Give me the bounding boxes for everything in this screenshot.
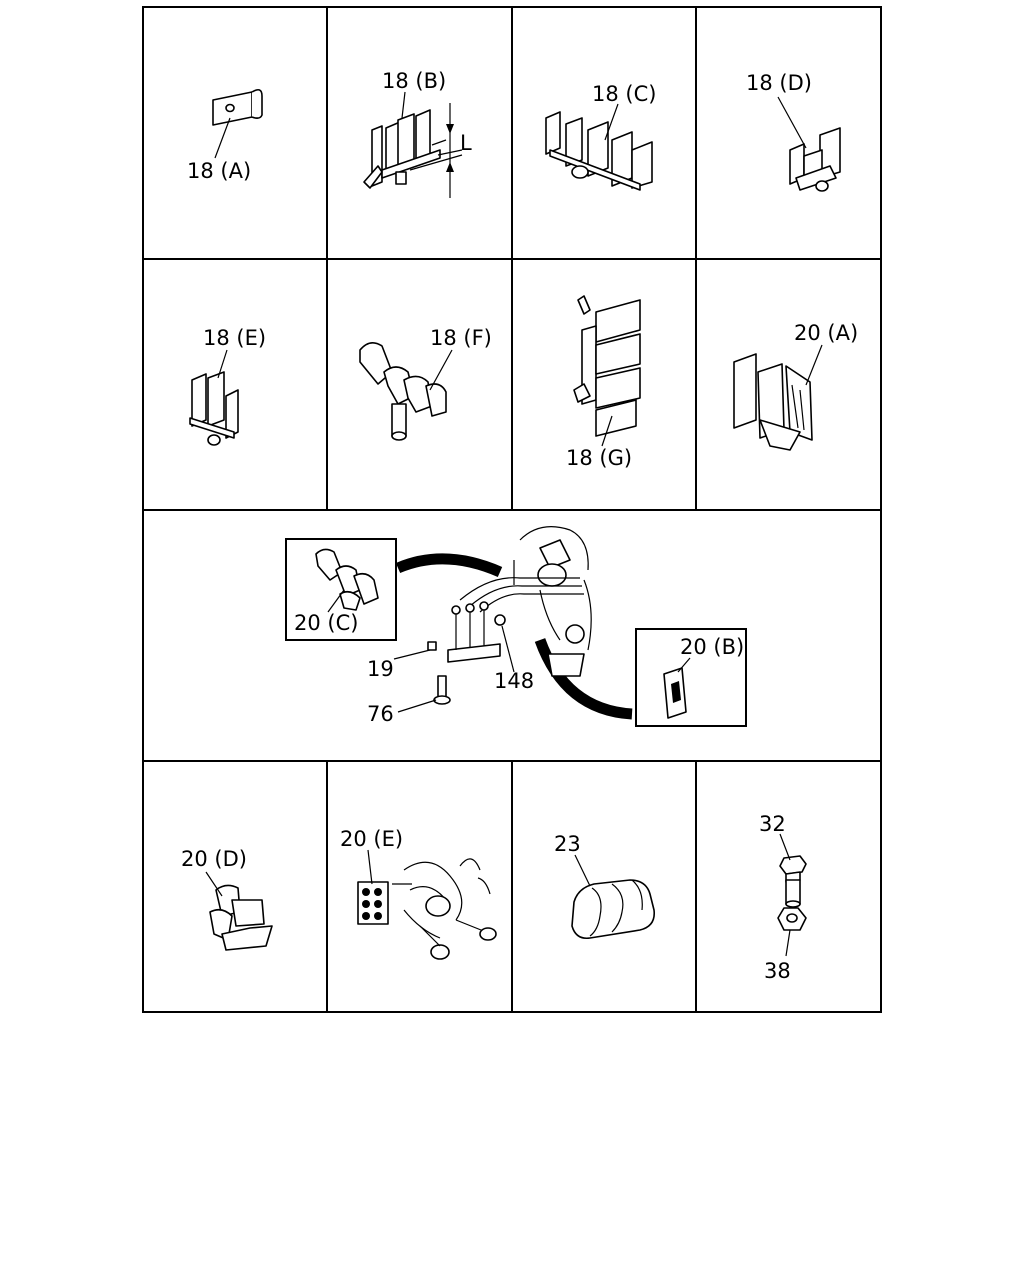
plate-19-label: 19 bbox=[367, 657, 394, 681]
clip-20d-leader bbox=[205, 871, 223, 897]
callout-arc-left bbox=[395, 553, 503, 578]
clip-20d-label: 20 (D) bbox=[181, 847, 247, 871]
washer-38-label: 38 bbox=[764, 959, 791, 983]
bolt-32-leader bbox=[779, 833, 791, 861]
washer-38-drawing bbox=[777, 907, 807, 931]
bolt-76-leader bbox=[397, 699, 437, 713]
bolt-76-label: 76 bbox=[367, 702, 394, 726]
clip-20a-label: 20 (A) bbox=[794, 321, 858, 345]
clip-18e-drawing bbox=[189, 371, 239, 446]
plate-19-leader bbox=[393, 649, 431, 660]
clip-20b-label: 20 (B) bbox=[680, 635, 744, 659]
clip-18b-drawing bbox=[363, 109, 463, 189]
clip-20d-drawing bbox=[209, 884, 273, 951]
clip-18d-leader bbox=[777, 96, 807, 149]
callout-arc-right bbox=[534, 638, 633, 720]
clip-20e-leader bbox=[367, 849, 373, 885]
dimension-l-label: L bbox=[460, 131, 472, 155]
part-148-leader bbox=[501, 625, 515, 673]
clip-20a-drawing bbox=[733, 353, 813, 451]
clip-18c-drawing bbox=[545, 111, 653, 191]
part-148-label: 148 bbox=[494, 669, 534, 693]
clip-20e-label: 20 (E) bbox=[340, 827, 403, 851]
clip-18a-label: 18 (A) bbox=[187, 159, 251, 183]
inset-20b bbox=[635, 628, 747, 727]
clip-18g-leader bbox=[601, 415, 613, 447]
dimension-l bbox=[409, 103, 463, 198]
clip-18a-drawing bbox=[212, 88, 263, 126]
clip-18b-leader bbox=[401, 91, 406, 119]
clip-18f-label: 18 (F) bbox=[430, 326, 492, 350]
clip-18a-leader bbox=[214, 117, 231, 159]
clip-20a-leader bbox=[805, 344, 823, 386]
clip-23-label: 23 bbox=[554, 832, 581, 856]
clip-18e-label: 18 (E) bbox=[203, 326, 266, 350]
clip-18c-leader bbox=[604, 103, 619, 141]
clip-18d-drawing bbox=[789, 127, 841, 192]
clip-18b-label: 18 (B) bbox=[382, 69, 446, 93]
bolt-76-drawing bbox=[433, 675, 451, 705]
clip-18g-label: 18 (G) bbox=[566, 446, 632, 470]
clip-18f-leader bbox=[429, 349, 453, 391]
clip-18f-drawing bbox=[359, 342, 447, 441]
clip-18c-label: 18 (C) bbox=[592, 82, 656, 106]
clip-20e-drawing bbox=[357, 858, 497, 960]
grid-frame bbox=[142, 6, 882, 1013]
clip-23-leader bbox=[574, 854, 591, 887]
clip-18g-drawing bbox=[573, 295, 641, 437]
clip-18d-label: 18 (D) bbox=[746, 71, 812, 95]
clip-20c-leader bbox=[327, 589, 345, 613]
clip-23-drawing bbox=[571, 879, 656, 940]
bracket-assembly bbox=[427, 526, 592, 677]
clip-20c-label: 20 (C) bbox=[294, 611, 358, 635]
washer-38-leader bbox=[785, 929, 791, 957]
bolt-32-label: 32 bbox=[759, 812, 786, 836]
clip-20b-leader bbox=[677, 657, 691, 673]
inset-20c bbox=[285, 538, 397, 641]
clip-18e-leader bbox=[217, 349, 228, 379]
bolt-32-drawing bbox=[779, 855, 807, 908]
